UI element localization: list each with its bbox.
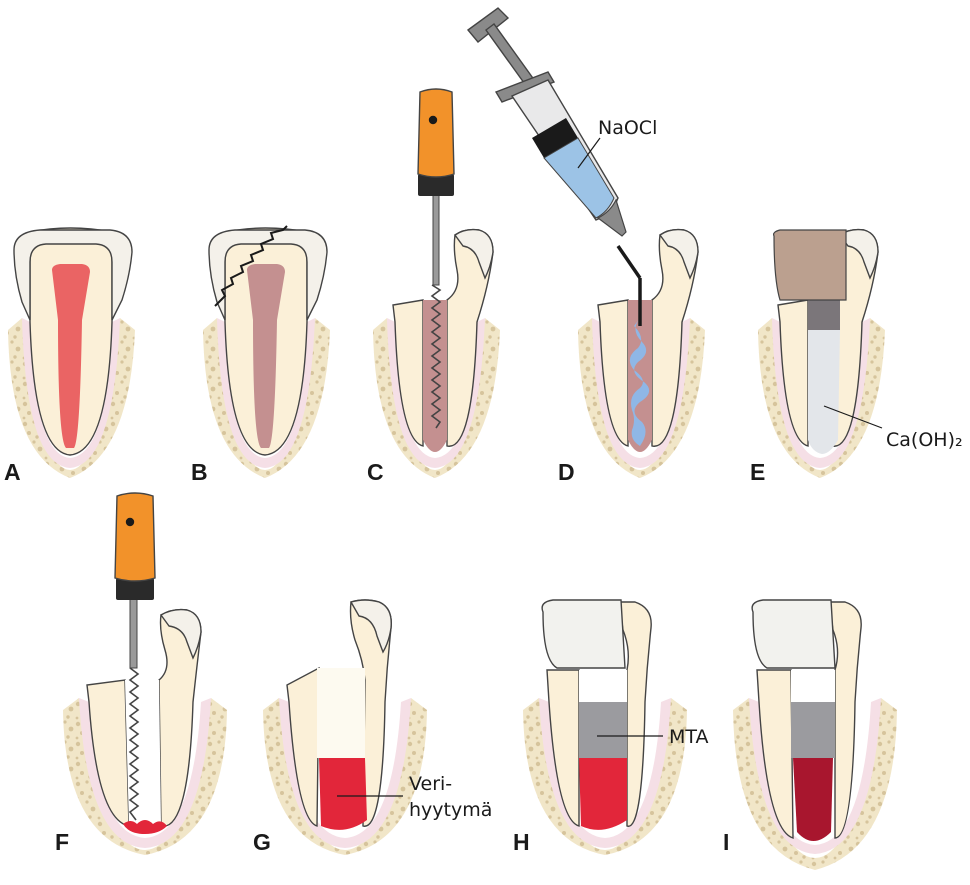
panel-c: C xyxy=(367,88,500,485)
panel-i: I xyxy=(723,599,897,870)
panel-label: F xyxy=(55,829,69,855)
blood-clot xyxy=(793,758,833,841)
blood-clot xyxy=(579,758,627,830)
syringe-fluid xyxy=(543,137,615,219)
crown-remnant xyxy=(159,608,202,660)
naocl-leader xyxy=(577,137,601,169)
enamel xyxy=(13,229,133,321)
mta-label: MTA xyxy=(669,726,709,748)
caoh2-leader xyxy=(823,405,883,429)
file-handle-dot xyxy=(125,517,135,527)
root-dentin xyxy=(86,679,130,827)
caoh2-label: Ca(OH)₂ xyxy=(886,429,963,451)
panel-d: D xyxy=(558,228,705,485)
temporary-filling xyxy=(773,229,847,301)
panel-label: E xyxy=(750,459,765,485)
panel-h: MTA H xyxy=(513,599,709,855)
panel-label: H xyxy=(513,829,530,855)
fracture-line xyxy=(214,225,288,307)
panel-label: B xyxy=(191,459,208,485)
mta-plug xyxy=(579,702,627,758)
panel-label: I xyxy=(723,829,729,855)
canal-empty xyxy=(791,670,835,702)
panel-e: Ca(OH)₂ E xyxy=(750,228,963,485)
panel-label: D xyxy=(558,459,575,485)
needle xyxy=(616,245,642,279)
canal-empty xyxy=(579,670,627,702)
crown-restoration xyxy=(541,599,626,669)
file-shaft xyxy=(129,597,138,669)
crown-remnant xyxy=(454,228,494,280)
canal-empty xyxy=(317,668,365,758)
file-handle xyxy=(417,88,455,178)
panel-label: C xyxy=(367,459,384,485)
file-handle-base xyxy=(418,174,454,196)
panel-label: A xyxy=(4,459,21,485)
root-dentin-right xyxy=(828,601,862,839)
cotton-pellet xyxy=(808,300,840,330)
syringe-tip xyxy=(596,198,627,237)
mta-plug xyxy=(791,702,835,758)
bone xyxy=(733,698,897,870)
panel-g: Veri- hyytymä G xyxy=(253,599,492,855)
panel-f: F xyxy=(55,492,227,855)
file-handle xyxy=(114,492,156,582)
pulp xyxy=(52,264,90,448)
necrotic-pulp xyxy=(247,264,285,448)
crown-remnant xyxy=(349,599,392,654)
root-dentin-right xyxy=(618,601,652,827)
syringe-plunger-cap xyxy=(466,7,510,43)
calcium-hydroxide xyxy=(808,330,840,454)
enamel xyxy=(208,229,328,321)
panel-label: G xyxy=(253,829,271,855)
veri-label-line1: Veri- xyxy=(409,773,452,795)
crown-remnant xyxy=(659,228,699,280)
crown-remnant xyxy=(839,228,879,280)
file-handle-base xyxy=(116,578,154,600)
file-flutes xyxy=(430,284,442,429)
file-handle-dot xyxy=(428,115,438,125)
root-dentin xyxy=(286,666,320,827)
root-dentin xyxy=(546,669,580,827)
file-shaft xyxy=(432,194,440,286)
canal xyxy=(125,680,161,829)
syringe-stopper xyxy=(532,118,578,158)
crown-restoration xyxy=(751,599,836,669)
panel-b: B xyxy=(191,225,330,485)
file-flutes xyxy=(128,667,140,821)
blood-clot xyxy=(319,758,367,830)
syringe: NaOCl xyxy=(466,7,657,237)
syringe-flange xyxy=(494,71,556,103)
bleeding xyxy=(123,820,167,834)
root-dentin xyxy=(756,669,794,839)
naocl-label: NaOCl xyxy=(598,117,657,139)
veri-label-line2: hyytymä xyxy=(409,799,492,821)
panel-a: A xyxy=(4,227,135,485)
irrigant xyxy=(629,318,650,446)
